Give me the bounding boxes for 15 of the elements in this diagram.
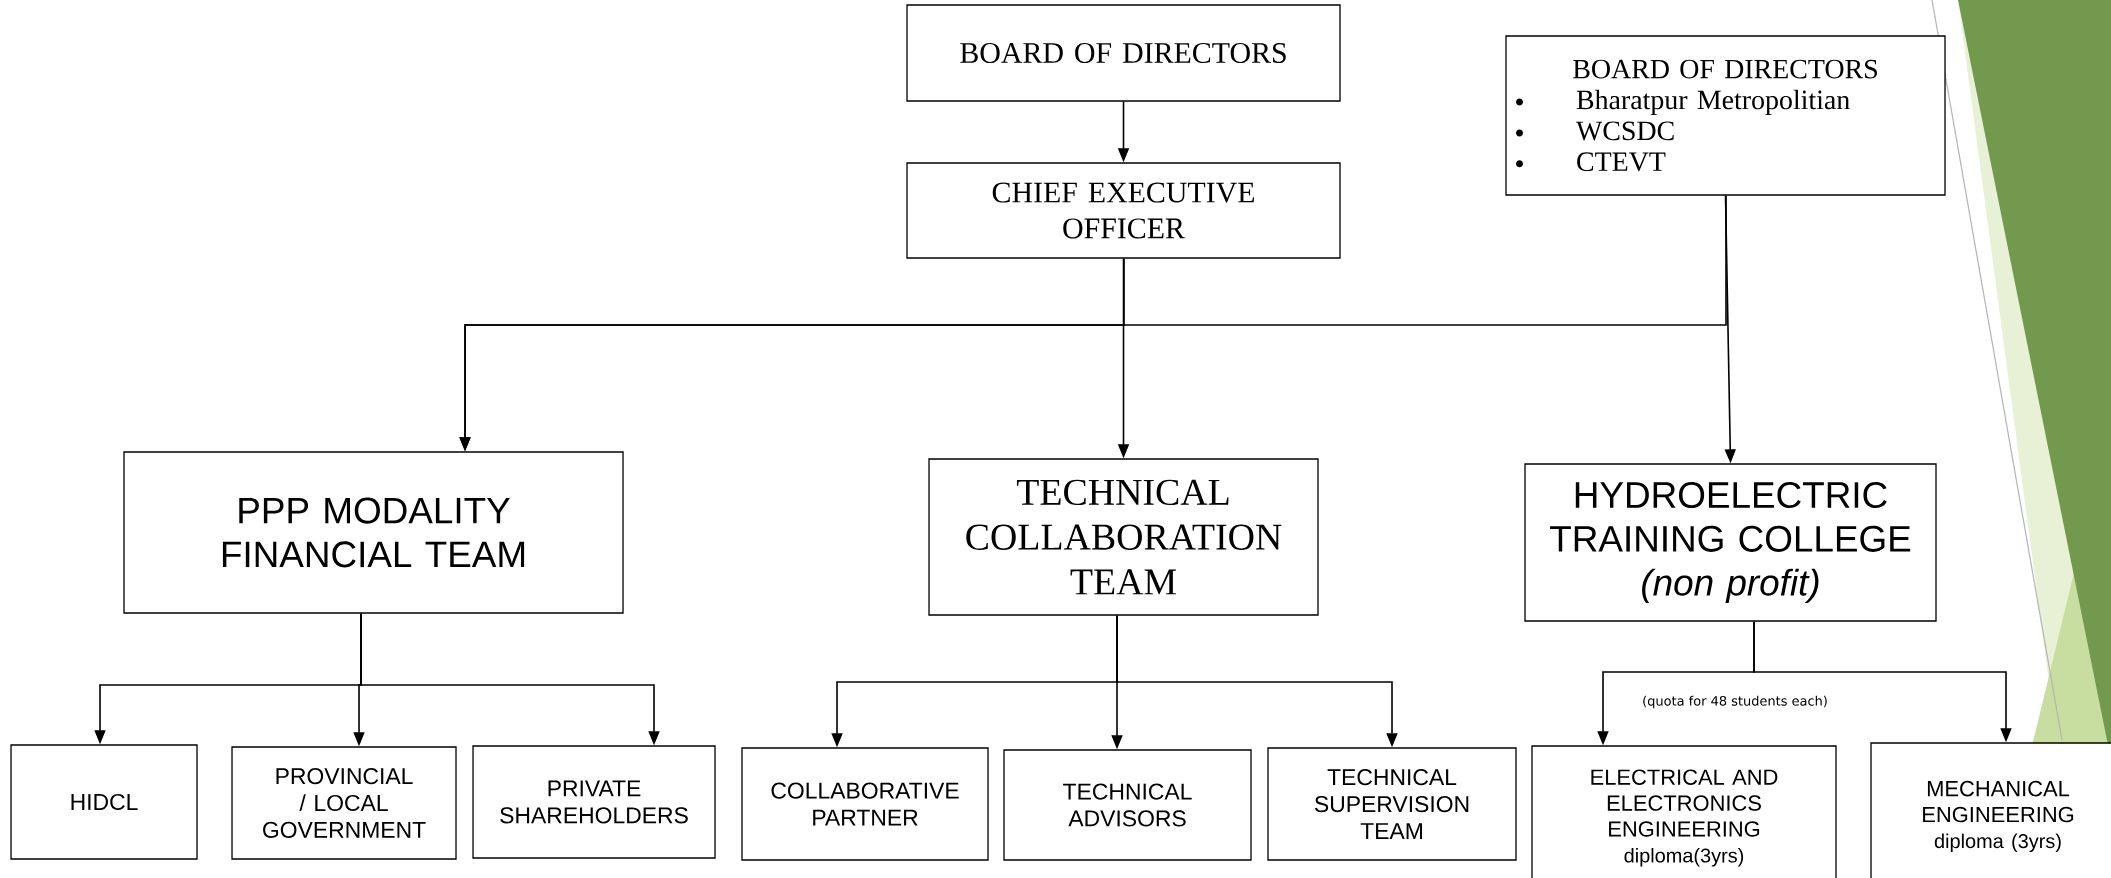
board-box: BOARD OF DIRECTORS Bharatpur Metropolitian WCSDC CTEVT (1505, 35, 1946, 196)
org-box: TECHNICAL SUPERVISION TEAM (1267, 747, 1517, 861)
officer-box: CHIEF EXECUTIVE OFFICER (906, 162, 1341, 259)
board-box: BOARD OF DIRECTORS (906, 4, 1341, 102)
team-box: TECHNICAL COLLABORATION TEAM (928, 458, 1319, 616)
org-box: COLLABORATIVE PARTNER (741, 747, 989, 861)
team-box: PPP MODALITY FINANCIAL TEAM (123, 451, 624, 614)
org-box: PRIVATE SHAREHOLDERS (472, 745, 716, 859)
college-box: HYDROELECTRIC TRAINING COLLEGE (non profit) (1524, 463, 1937, 622)
note-label: (quota for 48 students each) (1643, 695, 1827, 709)
program-box: MECHANICAL ENGINEERING diploma (3yrs) (1870, 742, 2111, 878)
program-box: ELECTRICAL AND ELECTRONICS ENGINEERING diploma(3yrs) (1531, 745, 1837, 878)
org-box: HIDCL (10, 744, 198, 860)
org-box: PROVINCIAL / LOCAL GOVERNMENT (231, 746, 457, 860)
org-box: TECHNICAL ADVISORS (1003, 749, 1252, 861)
